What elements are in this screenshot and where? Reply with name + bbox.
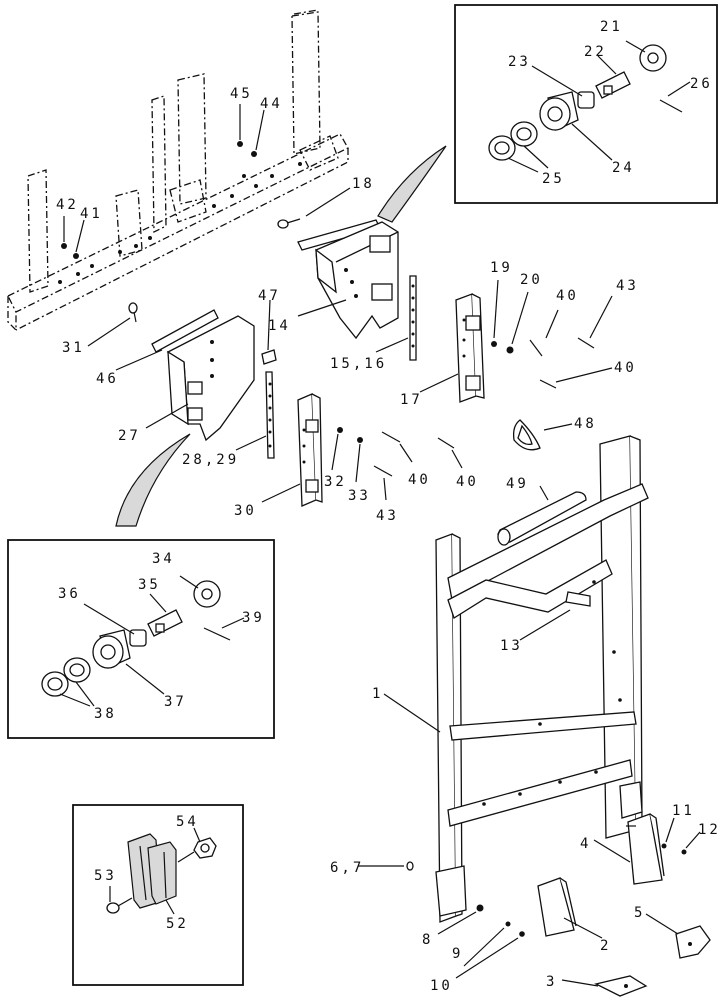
callout-11: 11 — [672, 803, 695, 819]
callout-2: 2 — [600, 938, 611, 954]
callout-24: 24 — [612, 160, 635, 176]
callout-28-29: 28,29 — [182, 452, 239, 468]
callout-44: 44 — [260, 96, 283, 112]
callout-40-c: 40 — [408, 472, 431, 488]
callout-13: 13 — [500, 638, 523, 654]
callout-19: 19 — [490, 260, 513, 276]
callout-36: 36 — [58, 586, 81, 602]
callout-25: 25 — [542, 171, 565, 187]
small-brackets — [537, 813, 711, 997]
rail-30 — [261, 393, 463, 507]
rail-17 — [419, 279, 613, 403]
callout-47: 47 — [258, 288, 281, 304]
callout-labels: 1 2 3 4 5 6,7 8 9 10 11 12 13 14 15,16 1… — [56, 19, 721, 994]
bracket-27-group — [87, 299, 277, 459]
inset-roller-assembly-lower — [7, 539, 275, 739]
inset-pointer-upper — [377, 145, 447, 223]
callout-53: 53 — [94, 868, 117, 884]
callout-39: 39 — [242, 610, 265, 626]
callout-48: 48 — [574, 416, 597, 432]
callout-18: 18 — [352, 176, 375, 192]
callout-9: 9 — [452, 946, 463, 962]
callout-34: 34 — [152, 551, 175, 567]
callout-27: 27 — [118, 428, 141, 444]
callout-14: 14 — [268, 318, 291, 334]
inset-clamp — [72, 804, 244, 986]
inset-pointer-lower — [115, 433, 191, 527]
callout-4: 4 — [580, 836, 591, 852]
callout-32: 32 — [324, 474, 347, 490]
callout-20: 20 — [520, 272, 543, 288]
inset-roller-assembly-upper — [454, 4, 718, 204]
callout-42: 42 — [56, 197, 79, 213]
callout-3: 3 — [546, 974, 557, 990]
callout-26: 26 — [690, 76, 713, 92]
callout-12: 12 — [698, 822, 721, 838]
callout-17: 17 — [400, 392, 423, 408]
callout-30: 30 — [234, 503, 257, 519]
callout-54: 54 — [176, 814, 199, 830]
phantom-chassis — [7, 9, 349, 332]
callout-45: 45 — [230, 86, 253, 102]
callout-38: 38 — [94, 706, 117, 722]
callout-43-b: 43 — [376, 508, 399, 524]
callout-52: 52 — [166, 916, 189, 932]
callout-6-7: 6,7 — [330, 860, 364, 876]
callout-22: 22 — [584, 44, 607, 60]
callout-46: 46 — [96, 371, 119, 387]
callout-5: 5 — [634, 905, 645, 921]
callout-37: 37 — [164, 694, 187, 710]
callout-21: 21 — [600, 19, 623, 35]
callout-49: 49 — [506, 476, 529, 492]
callout-41: 41 — [80, 206, 103, 222]
callout-40-d: 40 — [456, 474, 479, 490]
callout-23: 23 — [508, 54, 531, 70]
callout-10: 10 — [430, 978, 453, 994]
callout-1: 1 — [372, 686, 383, 702]
strap-and-tube — [497, 419, 587, 546]
callout-35: 35 — [138, 577, 161, 593]
callout-15-16: 15,16 — [330, 356, 387, 372]
lower-hardware — [358, 861, 525, 979]
callout-40-b: 40 — [614, 360, 637, 376]
callout-8: 8 — [422, 932, 433, 948]
callout-33: 33 — [348, 488, 371, 504]
bracket-14-group — [277, 187, 417, 361]
callout-43-a: 43 — [616, 278, 639, 294]
callout-31: 31 — [62, 340, 85, 356]
callout-40-a: 40 — [556, 288, 579, 304]
